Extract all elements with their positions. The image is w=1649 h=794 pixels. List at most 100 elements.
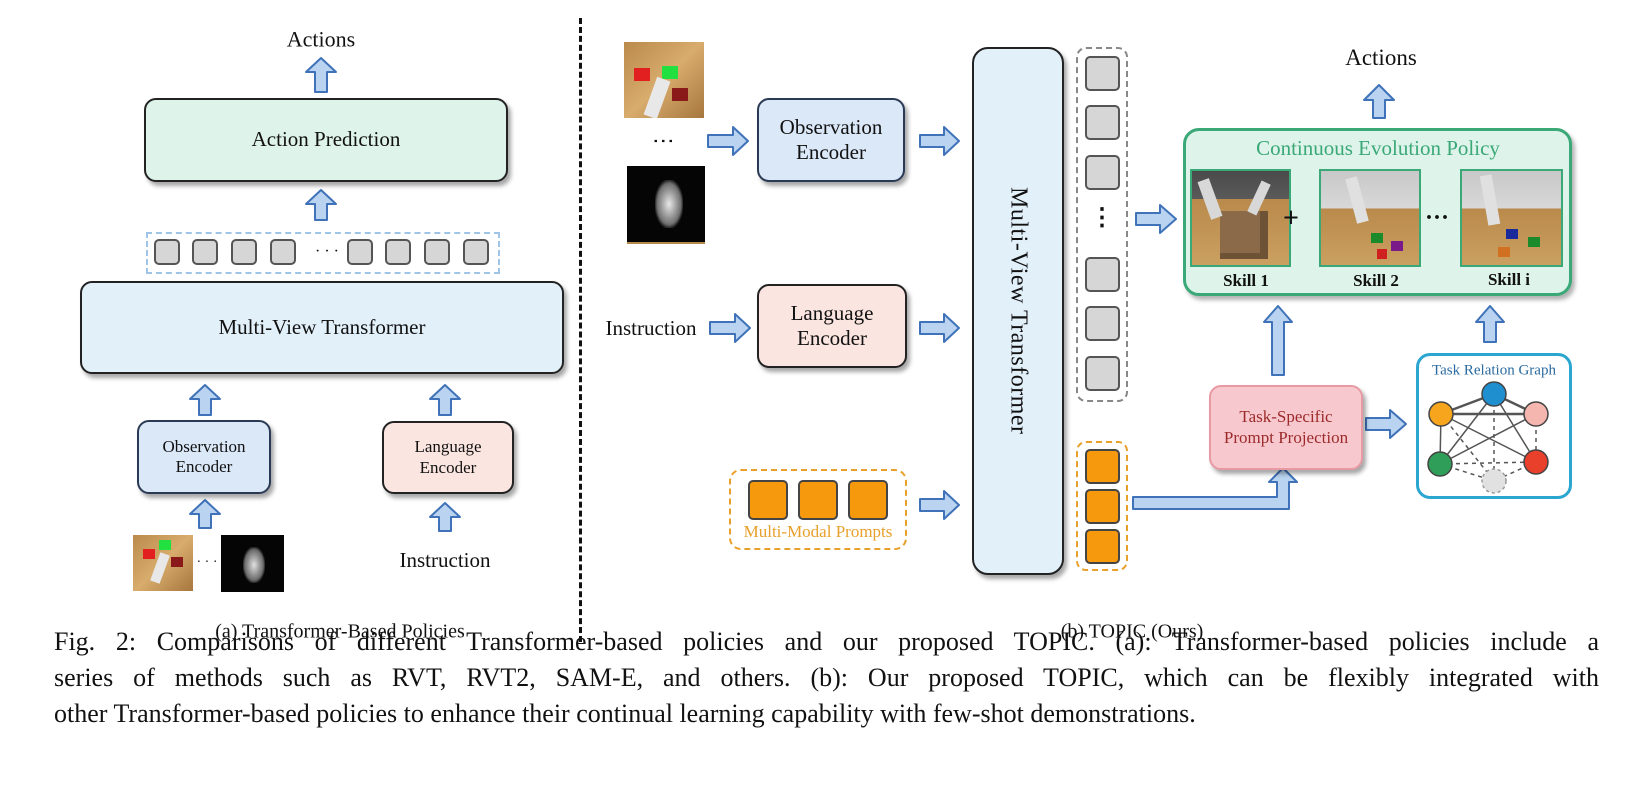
b-continuous-evolution-policy-label: Continuous Evolution Policy [1256, 135, 1500, 160]
arrow-a-prediction [305, 189, 337, 221]
a-observation-encoder-line1: Observation [162, 436, 246, 456]
b-rgb-observation-image [624, 42, 704, 118]
b-prompt-token [798, 480, 838, 520]
arrow-b-actions [1363, 84, 1395, 119]
b-observation-encoder-box: Observation Encoder [757, 98, 905, 182]
b-skill-i-label: Skill i [1487, 270, 1531, 290]
figure: Actions Action Prediction · · · Multi-Vi… [80, 18, 1572, 643]
a-language-encoder-line1: Language [414, 437, 482, 457]
graph-node-orange [1428, 401, 1454, 427]
a-action-prediction-box: Action Prediction [144, 98, 508, 182]
figure-caption-line1: Fig. 2: Comparisons of different Transfo… [54, 627, 1599, 656]
a-observation-encoder-line2: Encoder [175, 457, 233, 476]
b-skill-1-image [1190, 169, 1291, 267]
arrow-a-lang-transformer [429, 384, 461, 416]
b-prompt-token-column [1076, 441, 1128, 571]
b-task-specific-prompt-projection-box: Task-Specific Prompt Projection [1209, 385, 1363, 470]
arrow-b-prompts-transformer [919, 490, 960, 520]
a-token [154, 239, 180, 265]
b-skill-i-image [1460, 169, 1563, 267]
b-multi-view-transformer-label: Multi-View Transformer [1005, 187, 1032, 435]
b-multi-modal-prompts-label: Multi-Modal Prompts [741, 522, 895, 542]
arrow-b-prompt-tokens-projection [1132, 467, 1298, 510]
arrow-b-lang-transformer [919, 313, 960, 343]
figure-caption-line3: other Transformer-based policies to enha… [54, 699, 1196, 728]
panel-divider [579, 18, 582, 642]
b-actions-label: Actions [1345, 44, 1417, 70]
arrow-a-instr-lang [429, 502, 461, 532]
a-token [424, 239, 450, 265]
b-instruction-label: Instruction [605, 315, 697, 340]
a-token [347, 239, 373, 265]
graph-node-grey [1481, 468, 1507, 494]
graph-node-pink [1523, 401, 1549, 427]
arrow-b-img-obs [707, 126, 749, 156]
arrow-a-obs-transformer [189, 384, 221, 416]
a-rgb-observation-image [133, 535, 193, 591]
a-observation-encoder-box: Observation Encoder [137, 420, 271, 494]
graph-node-green [1427, 451, 1453, 477]
b-task-specific-line2: Prompt Projection [1223, 427, 1349, 447]
b-prompt-output-token [1085, 489, 1120, 524]
a-language-encoder-box: Language Encoder [382, 421, 514, 494]
figure-caption-line2: series of methods such as RVT, RVT2, SAM… [54, 663, 1599, 692]
b-skill-2-image [1319, 169, 1421, 267]
b-language-encoder-line1: Language [790, 300, 874, 325]
b-token [1085, 56, 1120, 91]
a-instruction-label: Instruction [399, 547, 491, 572]
figure-caption: Fig. 2: Comparisons of different Transfo… [54, 624, 1599, 732]
b-token-column [1076, 47, 1128, 402]
arrow-b-tokens-policy [1135, 204, 1177, 234]
b-prompt-output-token [1085, 529, 1120, 564]
b-token [1085, 257, 1120, 292]
b-caption: (b) TOPIC (Ours) [1060, 620, 1204, 643]
a-action-prediction-label: Action Prediction [251, 127, 401, 152]
diagram-connectors [189, 57, 1549, 532]
b-token [1085, 356, 1120, 391]
a-token [192, 239, 218, 265]
a-depth-observation-image [221, 535, 284, 592]
b-multi-view-transformer-box: Multi-View Transformer [972, 47, 1064, 575]
a-actions-label: Actions [286, 26, 356, 52]
b-image-vertical-ellipsis: ⋮ [651, 130, 677, 152]
a-token [270, 239, 296, 265]
b-observation-encoder-line2: Encoder [796, 140, 866, 164]
b-multi-modal-prompts-group [729, 469, 907, 550]
arrow-a-actions [305, 57, 337, 93]
a-token [463, 239, 489, 265]
arrow-b-projection-skill1 [1263, 305, 1293, 376]
b-language-encoder-box: Language Encoder [757, 284, 907, 368]
b-depth-observation-image [627, 166, 705, 244]
b-token [1085, 155, 1120, 190]
a-token [385, 239, 411, 265]
b-prompt-token [748, 480, 788, 520]
b-skill-ellipsis: ··· [1424, 205, 1450, 232]
a-multi-view-transformer-label: Multi-View Transformer [218, 314, 426, 339]
b-token [1085, 306, 1120, 341]
graph-node-blue [1481, 381, 1507, 407]
arrow-b-graph-skilli [1475, 305, 1505, 343]
b-prompt-output-token [1085, 449, 1120, 484]
b-plus-sign: + [1283, 202, 1299, 234]
b-task-relation-graph-label: Task Relation Graph [1431, 362, 1557, 380]
b-skill-2-label: Skill 2 [1353, 271, 1399, 291]
a-token [231, 239, 257, 265]
arrow-b-instr-lang [709, 313, 751, 343]
arrow-a-img-obs [189, 499, 221, 529]
b-task-relation-graph-box [1416, 353, 1572, 499]
arrow-b-projection-graph [1365, 409, 1407, 439]
b-observation-encoder-line1: Observation [779, 114, 883, 139]
arrow-b-obs-transformer [919, 126, 960, 156]
a-image-ellipsis: · · · [196, 554, 218, 570]
task-relation-graph-nodes [1427, 381, 1549, 494]
graph-node-red [1523, 449, 1549, 475]
a-multi-view-transformer-box: Multi-View Transformer [80, 281, 564, 374]
a-caption: (a) Transformer-Based Policies [215, 620, 465, 643]
a-language-encoder-line2: Encoder [419, 457, 477, 477]
b-prompt-token [848, 480, 888, 520]
b-task-specific-line1: Task-Specific [1239, 407, 1333, 427]
b-token [1085, 105, 1120, 140]
b-skill-1-label: Skill 1 [1223, 271, 1269, 291]
b-token-vertical-ellipsis: ⋮ [1090, 205, 1114, 232]
a-token-row [146, 232, 500, 274]
